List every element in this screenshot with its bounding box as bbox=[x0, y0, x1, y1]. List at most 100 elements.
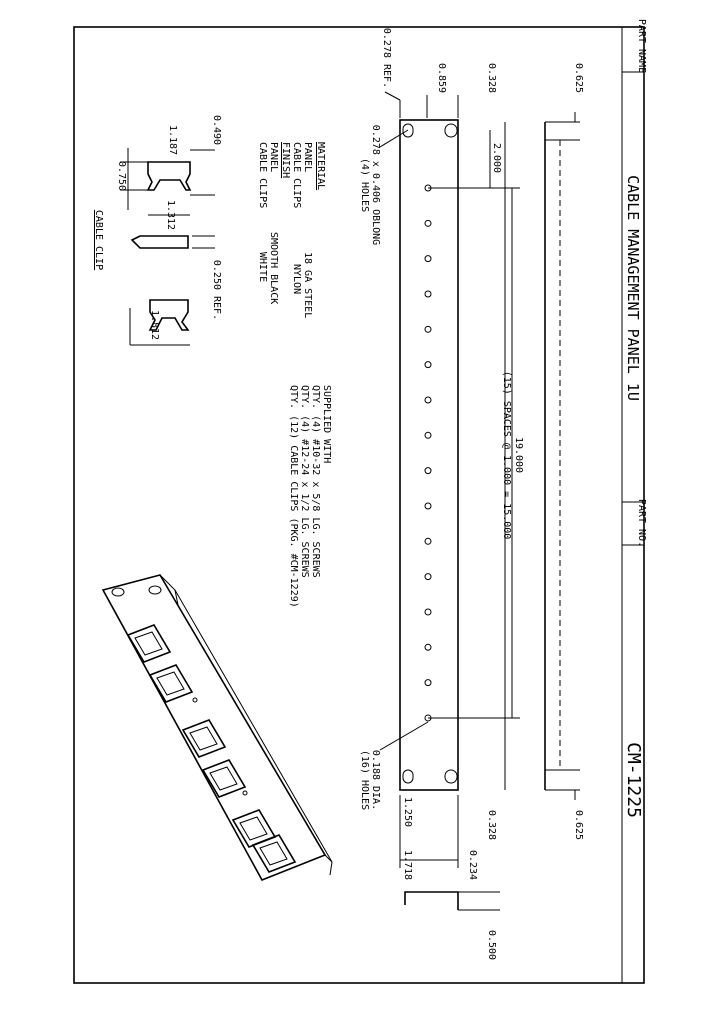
panel-hole bbox=[424, 679, 432, 687]
iso-clip-inner bbox=[259, 841, 288, 866]
dim-0234: 0.234 bbox=[467, 850, 478, 880]
cable-clip-views bbox=[120, 148, 215, 346]
panel-hole bbox=[424, 431, 432, 439]
clip-dim-0750: 0.750 bbox=[116, 161, 127, 191]
clip-dim-0490: 0.490 bbox=[211, 115, 222, 145]
panel-hole bbox=[424, 502, 432, 510]
clip-side-view bbox=[146, 161, 192, 191]
clip-end-view bbox=[148, 299, 190, 331]
panel-dimension-lines bbox=[379, 91, 576, 868]
iso-clip-inner bbox=[156, 671, 185, 696]
dim-0625-bot: 0.625 bbox=[573, 810, 584, 840]
iso-clip-outer bbox=[126, 624, 172, 663]
finish-row-item: PANEL bbox=[268, 142, 279, 172]
supplied-line: QTY. (4) #12-24 x 1/2 LG. SCREWS bbox=[299, 385, 310, 578]
panel-hole bbox=[424, 608, 432, 616]
clip-dim-1187: 1.187 bbox=[167, 125, 178, 155]
dim-19000: 19.000 bbox=[513, 437, 524, 473]
iso-clip-outer bbox=[148, 664, 194, 703]
oblong-hole bbox=[402, 769, 414, 784]
iso-clip-inner bbox=[189, 726, 218, 751]
oblong-qty: (4) HOLES bbox=[359, 158, 370, 212]
clip-dim-1812: 1.812 bbox=[149, 310, 160, 340]
oblong-hole bbox=[402, 123, 414, 138]
material-row-item: CABLE CLIPS bbox=[291, 142, 302, 208]
spacing-note: (15) SPACES @ 1.000 = 15.000 bbox=[501, 371, 512, 540]
panel-hole bbox=[424, 643, 432, 651]
part-no-value: CM-1225 bbox=[623, 742, 644, 818]
dim-ref278: 0.278 REF. bbox=[381, 28, 392, 88]
leader-line bbox=[379, 721, 429, 751]
part-no-label: PART NO. bbox=[636, 499, 647, 547]
supplied-heading: SUPPLIED WITH bbox=[321, 385, 332, 463]
iso-clip-inner bbox=[134, 631, 163, 656]
iso-hole bbox=[192, 697, 198, 703]
finish-heading: FINISH bbox=[280, 142, 291, 178]
leader-line bbox=[384, 91, 401, 101]
dim-1250: 1.250 bbox=[402, 797, 413, 827]
iso-clip-outer bbox=[231, 809, 277, 848]
dim-0500: 0.500 bbox=[486, 930, 497, 960]
iso-clip-outer bbox=[251, 834, 297, 873]
hole-dia-note: 0.188 DIA. bbox=[370, 750, 381, 810]
iso-panel-edge bbox=[174, 589, 179, 606]
part-name-label: PART NAME bbox=[636, 19, 647, 73]
leader-line bbox=[379, 129, 409, 148]
oblong-note: 0.278 x 0.406 OBLONG bbox=[370, 125, 381, 245]
material-heading: MATERIAL bbox=[315, 142, 326, 190]
panel-hole bbox=[424, 255, 432, 263]
panel-front-view bbox=[399, 119, 459, 791]
panel-hole bbox=[424, 361, 432, 369]
iso-clip-outer bbox=[201, 759, 247, 798]
iso-mount-hole bbox=[148, 585, 162, 595]
panel-hole bbox=[424, 396, 432, 404]
iso-clip-inner bbox=[239, 816, 268, 841]
supplied-line: QTY. (12) CABLE CLIPS (PKG. #CM-1229) bbox=[288, 385, 299, 608]
supplied-notes: SUPPLIED WITH QTY. (4) #10-32 x 5/8 LG. … bbox=[288, 385, 332, 608]
end-profile bbox=[404, 891, 459, 910]
panel-hole bbox=[424, 537, 432, 545]
part-name-value: CABLE MANAGEMENT PANEL 1U bbox=[624, 175, 642, 401]
dim-0328-top: 0.328 bbox=[486, 63, 497, 93]
oblong-hole bbox=[444, 769, 458, 784]
material-row-item: PANEL bbox=[302, 142, 313, 172]
finish-row-spec: WHITE bbox=[257, 252, 268, 282]
iso-clip bbox=[181, 719, 227, 758]
finish-row-spec: SMOOTH BLACK bbox=[268, 232, 279, 304]
panel-hole bbox=[424, 290, 432, 298]
finish-row-item: CABLE CLIPS bbox=[257, 142, 268, 208]
panel-side-view bbox=[544, 121, 580, 791]
material-row-spec: 18 GA STEEL bbox=[302, 252, 313, 318]
iso-clip-outer bbox=[181, 719, 227, 758]
dim-2000: 2.000 bbox=[491, 143, 502, 173]
panel-hole bbox=[424, 219, 432, 227]
iso-clip bbox=[126, 624, 172, 663]
iso-panel-edge bbox=[329, 861, 333, 876]
supplied-line: QTY. (4) #10-32 x 5/8 LG. SCREWS bbox=[310, 385, 321, 578]
clip-caption: CABLE CLIP bbox=[93, 210, 104, 270]
iso-clip bbox=[148, 664, 194, 703]
material-notes: MATERIAL PANEL 18 GA STEEL CABLE CLIPS N… bbox=[257, 142, 326, 318]
dim-1718: 1.718 bbox=[402, 850, 413, 880]
panel-end-view bbox=[404, 891, 500, 911]
iso-clip bbox=[201, 759, 247, 798]
hole-qty-note: (16) HOLES bbox=[359, 750, 370, 810]
clip-dim-1312: 1.312 bbox=[165, 200, 176, 230]
material-row-spec: NYLON bbox=[291, 264, 302, 294]
panel-hole bbox=[424, 325, 432, 333]
iso-panel-flange bbox=[159, 574, 333, 863]
panel-hole bbox=[424, 573, 432, 581]
isometric-panel-view bbox=[101, 574, 333, 882]
dim-0328-bot: 0.328 bbox=[486, 810, 497, 840]
sheet-border bbox=[73, 26, 645, 984]
clip-dim-0250: 0.250 REF. bbox=[211, 260, 222, 320]
iso-clip bbox=[231, 809, 277, 848]
panel-outline bbox=[399, 119, 459, 791]
iso-clip bbox=[251, 834, 297, 873]
oblong-hole bbox=[444, 123, 458, 138]
iso-hole bbox=[242, 790, 248, 796]
iso-mount-hole bbox=[111, 587, 125, 597]
dim-0859: 0.859 bbox=[436, 63, 447, 93]
iso-clip-inner bbox=[209, 766, 238, 791]
